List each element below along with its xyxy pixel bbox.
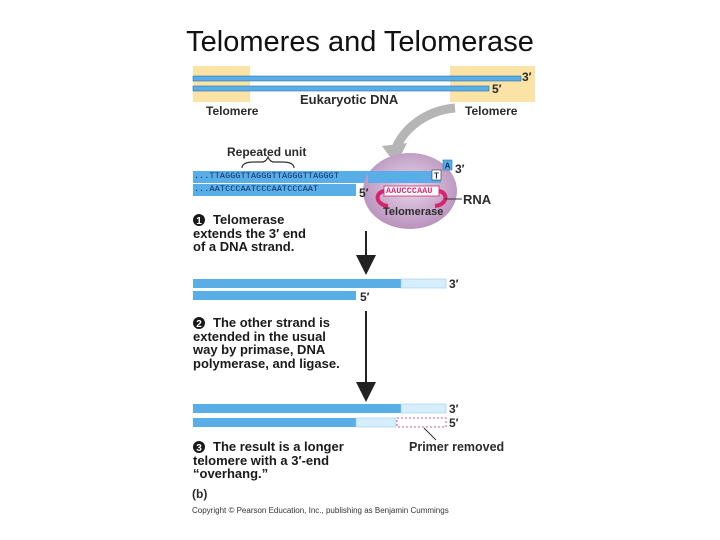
detail-bottom-strand bbox=[193, 184, 356, 196]
base-t-label: T bbox=[434, 172, 439, 181]
base-t-box bbox=[431, 169, 442, 181]
after2-strand-bottom bbox=[193, 418, 356, 427]
base-a-box bbox=[442, 159, 453, 171]
rna-hook-left bbox=[375, 189, 389, 208]
eukaryotic-dna-label: Eukaryotic DNA bbox=[300, 92, 399, 107]
after1-strand-bottom bbox=[193, 291, 356, 300]
zoom-arrow-head bbox=[382, 143, 407, 165]
telomere-right-label: Telomere bbox=[465, 104, 518, 118]
step3-number: 3 bbox=[196, 443, 202, 454]
after1-strand-top-extension bbox=[400, 278, 447, 289]
overview-5prime-label: 5′ bbox=[492, 82, 502, 96]
step2-number-circle bbox=[193, 317, 205, 329]
repeated-unit-label: Repeated unit bbox=[227, 145, 307, 159]
after1-strand-top bbox=[193, 279, 401, 288]
telomerase-label: Telomerase bbox=[383, 206, 444, 218]
step1-number-circle bbox=[193, 214, 205, 226]
base-a-label: A bbox=[445, 162, 451, 171]
step2-number: 2 bbox=[196, 319, 202, 330]
after2-3prime-label: 3′ bbox=[449, 402, 459, 416]
copyright-text: Copyright © Pearson Education, Inc., pub… bbox=[192, 506, 449, 515]
after2-strand-top-extension bbox=[400, 403, 447, 414]
step2-text: The other strand is extended in the usua… bbox=[193, 315, 340, 371]
step1-number: 1 bbox=[196, 216, 202, 227]
dna-strand-bottom bbox=[192, 85, 490, 92]
primer-removed-gap bbox=[396, 417, 447, 428]
telomere-bottom-sequence: ...AATCCCAATCCCAATCCCAAT bbox=[194, 185, 319, 194]
after1-3prime-label: 3′ bbox=[449, 277, 459, 291]
telomere-top-sequence: ...TTAGGGTTAGGGTTAGGGTTAGGGT bbox=[194, 172, 340, 181]
rna-label: RNA bbox=[463, 192, 492, 207]
after2-5prime-label: 5′ bbox=[449, 416, 459, 430]
detail-3prime-label: 3′ bbox=[455, 162, 465, 176]
primer-pointer-line bbox=[423, 427, 437, 441]
telomere-left-label: Telomere bbox=[206, 104, 259, 118]
zoom-arrow bbox=[390, 103, 456, 152]
rna-template-sequence: AAUCCCAAU bbox=[386, 187, 433, 196]
dna-strand-top bbox=[192, 75, 522, 82]
after2-strand-top bbox=[193, 404, 401, 413]
telomere-band-left bbox=[193, 66, 250, 102]
repeated-unit-brace bbox=[241, 155, 295, 169]
detail-top-strand-extension bbox=[368, 171, 441, 183]
overview-3prime-label: 3′ bbox=[522, 70, 532, 84]
detail-5prime-label: 5′ bbox=[359, 186, 369, 200]
after2-strand-bottom-new bbox=[355, 417, 397, 428]
step3-number-circle bbox=[193, 441, 205, 453]
primer-removed-label: Primer removed bbox=[409, 440, 505, 454]
step1-text: Telomerase extends the 3′ end of a DNA s… bbox=[193, 212, 306, 254]
step3-text: The result is a longer telomere with a 3… bbox=[193, 439, 344, 481]
telomere-band-right bbox=[450, 66, 535, 102]
page-title: Telomeres and Telomerase bbox=[186, 26, 534, 58]
after1-5prime-label: 5′ bbox=[360, 290, 370, 304]
panel-label: (b) bbox=[192, 487, 208, 501]
